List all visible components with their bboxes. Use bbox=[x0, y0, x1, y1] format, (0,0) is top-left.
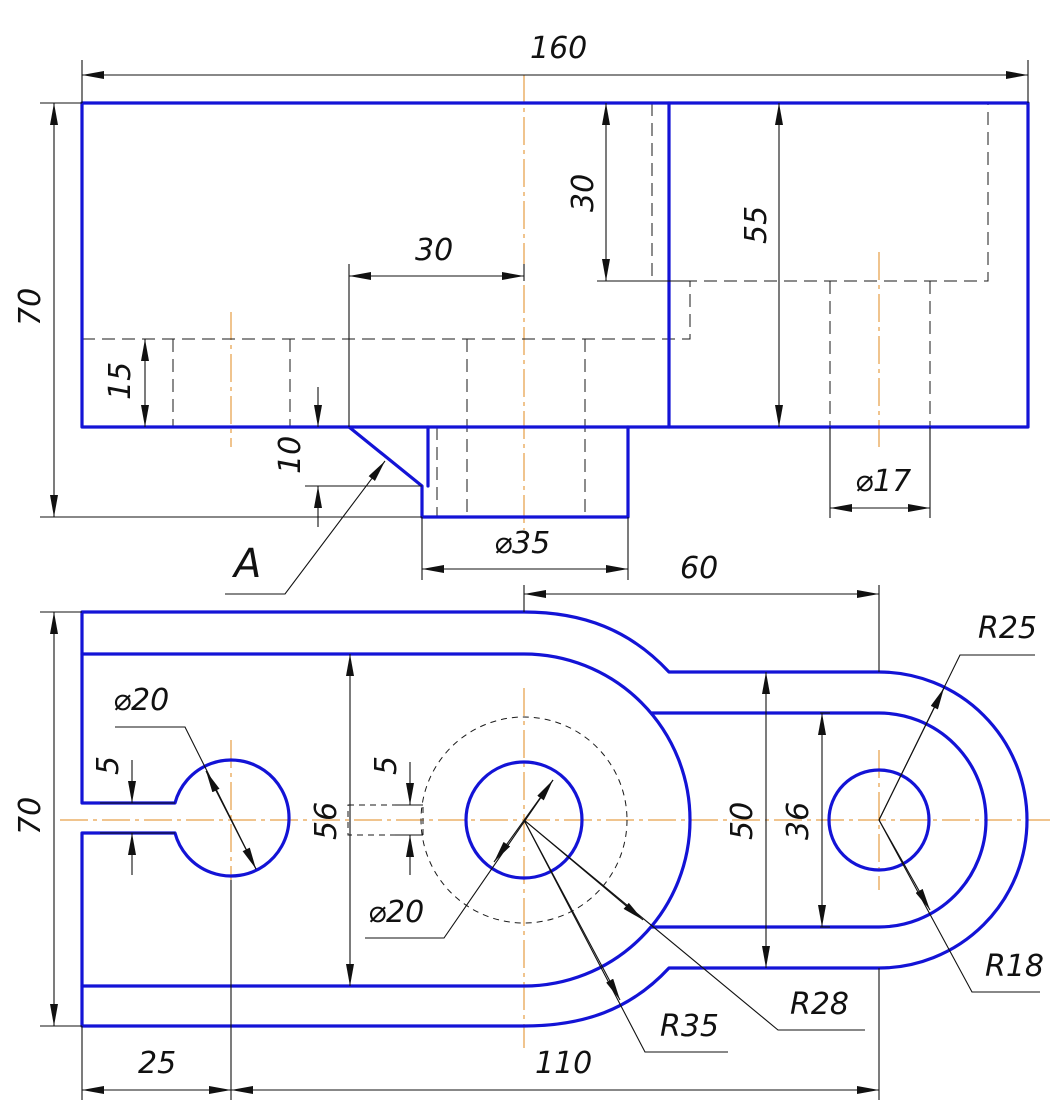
dim-5-slot: 5 bbox=[91, 756, 126, 775]
leader-dia20-slot bbox=[115, 726, 257, 870]
top-view: 60 R25 R18 R35 R28 ⌀20 ⌀20 70 56 5 5 50 … bbox=[13, 551, 1050, 1100]
top-left-slot bbox=[80, 652, 291, 988]
front-extension-lines bbox=[40, 60, 1029, 580]
dim-60: 60 bbox=[680, 551, 718, 586]
dim-30-step: 30 bbox=[566, 174, 601, 212]
dim-r35: R35 bbox=[660, 1009, 719, 1044]
dim-dia35: ⌀35 bbox=[494, 526, 550, 561]
dim-25: 25 bbox=[138, 1046, 176, 1081]
leader-r18 bbox=[878, 819, 1040, 993]
hidden-boss-circle bbox=[420, 716, 628, 924]
dim-56: 56 bbox=[309, 802, 344, 840]
dim-r18: R18 bbox=[985, 949, 1044, 984]
leader-r35-arrow bbox=[523, 819, 621, 1001]
dim-dia20-slot: ⌀20 bbox=[113, 683, 169, 718]
dim-15: 15 bbox=[103, 362, 138, 400]
dim-55: 55 bbox=[739, 206, 774, 244]
leader-r25-arrow bbox=[878, 687, 945, 821]
top-outer-contour bbox=[80, 610, 1029, 1028]
dim-160: 160 bbox=[530, 31, 587, 66]
leader-r28 bbox=[523, 819, 865, 1031]
dim-dia17: ⌀17 bbox=[855, 464, 911, 499]
dim-110: 110 bbox=[535, 1046, 592, 1081]
leader-dia20-slot-tail bbox=[205, 770, 257, 870]
top-center-bore bbox=[464, 760, 584, 880]
dim-dia20-bore: ⌀20 bbox=[368, 895, 424, 930]
top-inner-u-contour bbox=[650, 711, 988, 929]
section-label-a: A bbox=[231, 541, 261, 587]
leader-dia20-bore-tail bbox=[493, 779, 554, 863]
dim-5-center: 5 bbox=[369, 756, 404, 775]
front-body-outline bbox=[80, 101, 1030, 429]
hidden-slot-rect bbox=[347, 804, 424, 836]
top-right-hole bbox=[827, 768, 931, 872]
leader-section-a bbox=[225, 460, 386, 595]
dim-70-top: 70 bbox=[13, 797, 48, 835]
front-boss-outline bbox=[347, 425, 630, 519]
dim-50: 50 bbox=[725, 802, 760, 840]
leader-r25 bbox=[878, 654, 1035, 821]
dim-r28: R28 bbox=[790, 987, 849, 1022]
dim-36: 36 bbox=[781, 802, 816, 840]
leader-r35 bbox=[523, 819, 728, 1053]
dim-70-front: 70 bbox=[13, 288, 48, 326]
dim-30-shoulder: 30 bbox=[415, 233, 453, 268]
front-view: 160 70 30 55 30 15 10 ⌀35 ⌀17 A bbox=[13, 31, 1030, 595]
dim-10: 10 bbox=[273, 436, 308, 474]
leader-r18-arrow bbox=[878, 819, 931, 911]
dim-r25: R25 bbox=[978, 611, 1037, 646]
leader-r28-arrow bbox=[523, 819, 644, 921]
leader-dia20-bore bbox=[365, 779, 554, 939]
front-hidden-lines bbox=[82, 103, 989, 517]
top-extension-lines bbox=[40, 585, 880, 1100]
